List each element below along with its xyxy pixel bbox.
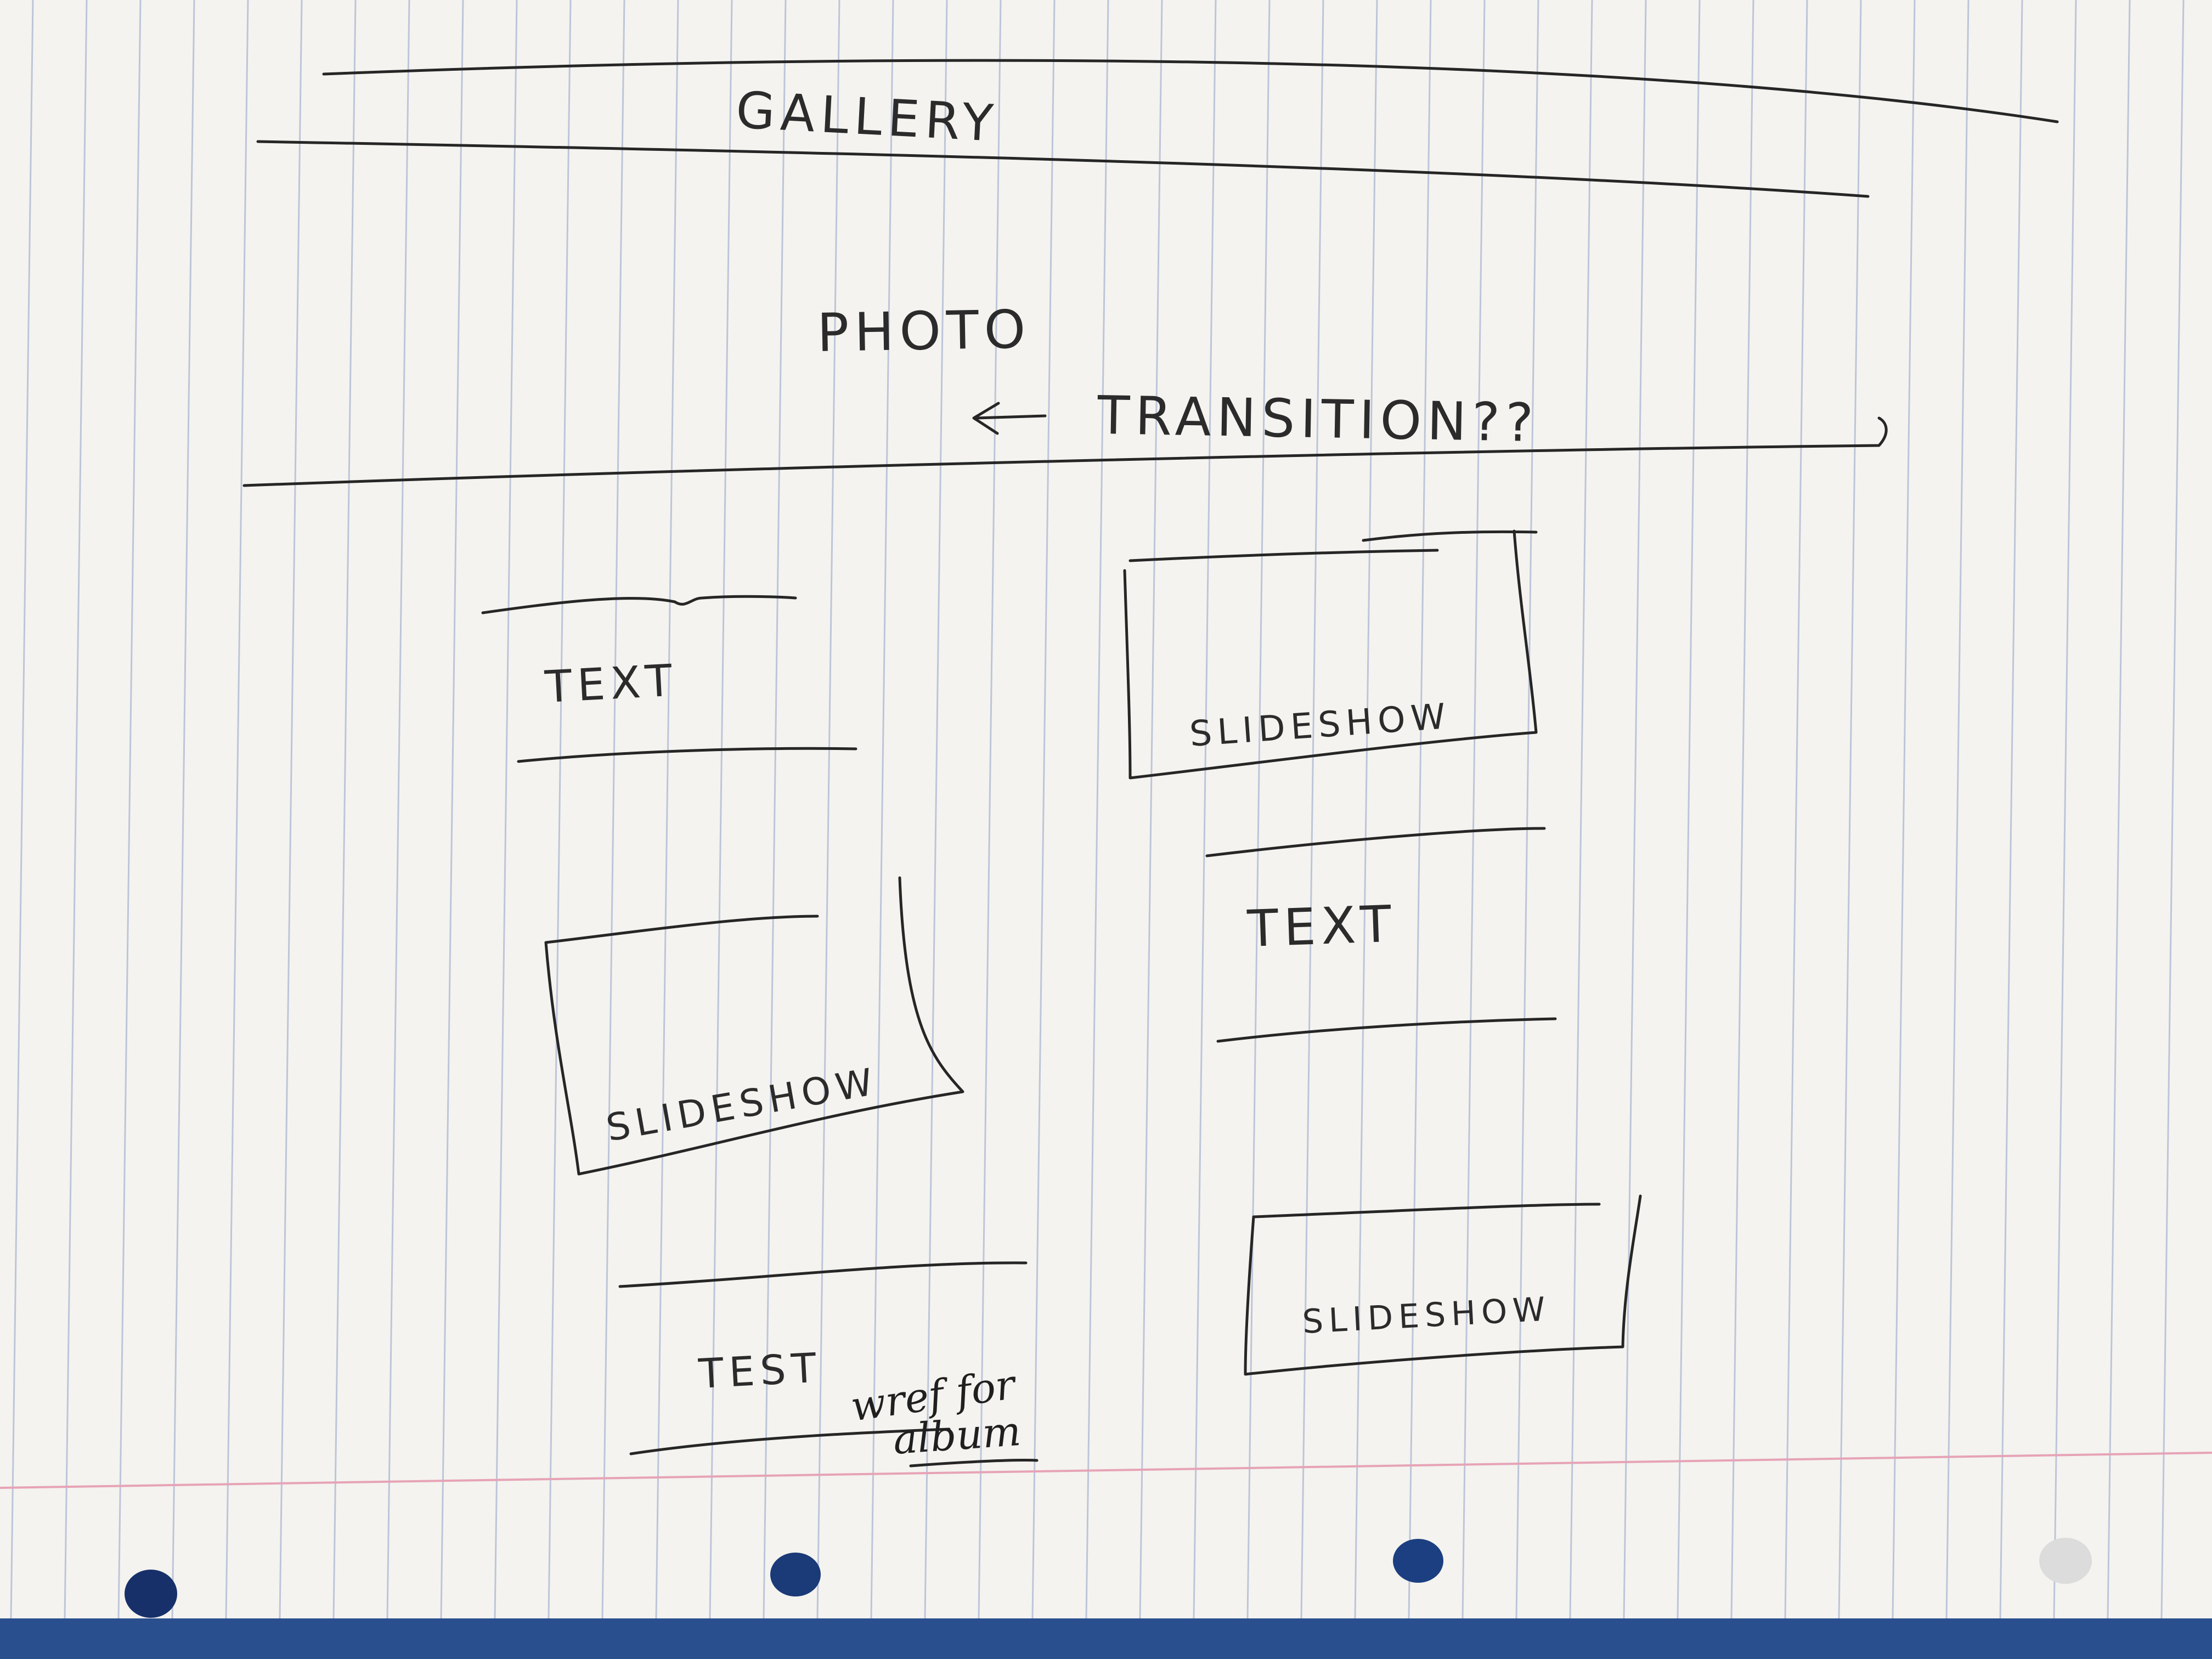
text-block-top-line	[481, 595, 797, 614]
ruled-line	[1354, 0, 1378, 1619]
ruled-line	[2053, 0, 2077, 1619]
ruled-line	[1300, 0, 1324, 1619]
ruled-line	[709, 0, 733, 1619]
annotation-text: album	[891, 1408, 1022, 1464]
photo-label: PHOTO	[816, 298, 1031, 364]
ruled-line	[1408, 0, 1432, 1619]
text-block-bottom-line	[629, 1427, 951, 1455]
ruled-lines	[10, 0, 2185, 1619]
slideshow-frame	[544, 876, 964, 1176]
text-block-label: TEXT	[1246, 895, 1398, 958]
ruled-line	[1085, 0, 1109, 1619]
background-surface	[0, 1618, 2212, 1659]
slideshow-frame	[1244, 1194, 1642, 1376]
margin-line	[0, 1452, 2212, 1489]
ruled-line	[1139, 0, 1163, 1619]
header-top-line	[322, 59, 2059, 123]
hero-bottom-line	[242, 416, 1888, 487]
ruled-line	[1892, 0, 1916, 1619]
ruled-line	[763, 0, 787, 1619]
ruled-line	[386, 0, 410, 1619]
ruled-line	[601, 0, 625, 1619]
punch-hole	[2039, 1538, 2092, 1584]
ruled-line	[2160, 0, 2185, 1619]
text-block-bottom-line	[517, 747, 857, 763]
punch-hole	[770, 1553, 821, 1596]
ruled-line	[64, 0, 88, 1619]
ruled-line	[2107, 0, 2131, 1619]
ruled-line	[10, 0, 34, 1619]
ruled-line	[279, 0, 303, 1619]
ruled-line	[117, 0, 142, 1619]
slideshow-frame	[1123, 529, 1538, 780]
text-block-top-line	[1205, 827, 1546, 857]
ruled-line	[1623, 0, 1647, 1619]
header-bottom-line	[256, 140, 1870, 198]
ruled-line	[548, 0, 572, 1619]
punch-hole	[1393, 1539, 1443, 1583]
slideshow-frame	[544, 915, 819, 944]
ruled-line	[440, 0, 464, 1619]
slideshow-frame	[1252, 1203, 1601, 1218]
transition-note: TRANSITION??	[1097, 385, 1539, 454]
ruled-line	[1677, 0, 1701, 1619]
ruled-line	[1999, 0, 2023, 1619]
ruled-line	[494, 0, 518, 1619]
page-title: GALLERY	[735, 81, 1000, 153]
ruled-line	[1515, 0, 1539, 1619]
slideshow-frame	[1128, 549, 1439, 562]
punch-hole	[125, 1570, 177, 1618]
ruled-line	[870, 0, 894, 1619]
ruled-line	[1730, 0, 1754, 1619]
annotation-underline	[909, 1459, 1039, 1468]
ruled-line	[924, 0, 948, 1619]
ruled-line	[1838, 0, 1862, 1619]
ruled-line	[655, 0, 679, 1619]
ruled-line	[816, 0, 840, 1619]
ruled-line	[1031, 0, 1056, 1619]
text-block-bottom-line	[1216, 1017, 1557, 1043]
ruled-line	[1246, 0, 1271, 1619]
ruled-line	[171, 0, 195, 1619]
ruled-line	[1462, 0, 1486, 1619]
text-block-label: TEST	[697, 1344, 822, 1398]
arrow-left-icon	[972, 402, 1047, 435]
text-block-top-line	[618, 1261, 1028, 1288]
ruled-line	[1784, 0, 1808, 1619]
ruled-line	[332, 0, 357, 1619]
ruled-line	[1193, 0, 1217, 1619]
ruled-line	[978, 0, 1002, 1619]
ruled-line	[1945, 0, 1970, 1619]
ruled-line	[225, 0, 249, 1619]
text-block-label: TEXT	[543, 654, 679, 713]
punch-holes	[125, 1538, 2092, 1618]
